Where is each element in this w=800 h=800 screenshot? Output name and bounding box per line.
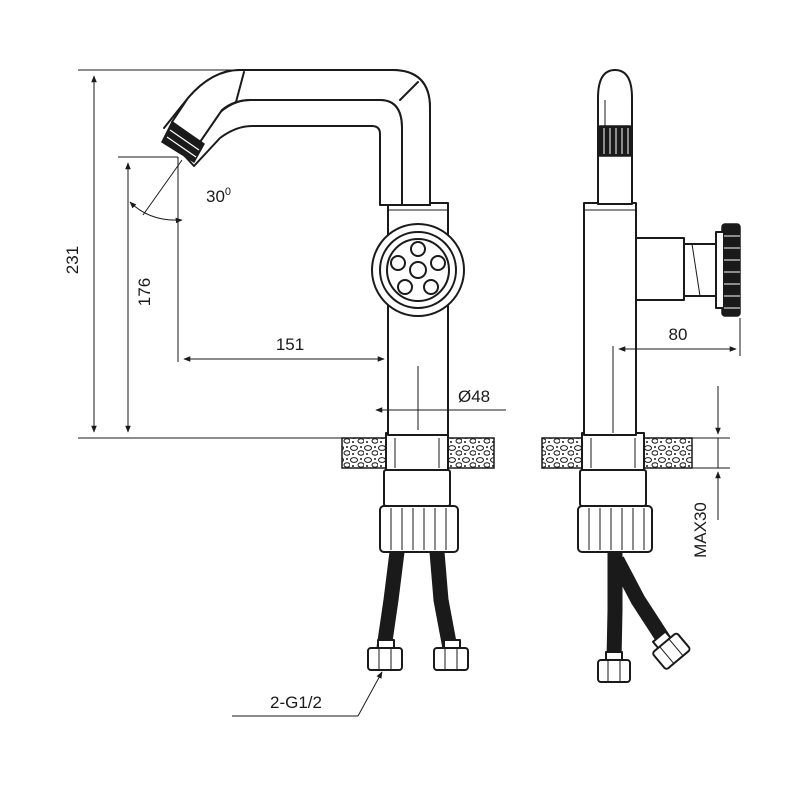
dimension-spout-angle-label: 30 <box>206 187 225 206</box>
connection-callout: 2-G1/2 <box>232 671 383 717</box>
dimension-max-thickness-label: MAX30 <box>691 502 710 558</box>
dimension-spout-height: 176 <box>118 156 178 433</box>
dimension-total-height: 231 <box>63 69 342 439</box>
hose-nut-right <box>433 639 469 671</box>
dimension-max-thickness: MAX30 <box>691 386 730 558</box>
dimension-handle-projection-label: 80 <box>669 325 688 344</box>
side-hose-nut-a <box>597 651 631 683</box>
side-view: 80 MAX30 <box>541 69 741 683</box>
dimension-handle-projection: 80 <box>618 318 741 356</box>
side-countertop-right <box>643 437 693 469</box>
side-handle-stem <box>635 237 685 301</box>
countertop-left <box>341 437 387 469</box>
side-spout <box>597 151 633 205</box>
dimension-base-diameter-label: Ø48 <box>458 387 490 406</box>
dimension-spout-height-label: 176 <box>135 278 154 306</box>
side-faucet-body <box>583 202 637 436</box>
front-view: 231 176 300 151 Ø48 <box>63 69 506 717</box>
side-hose-nut-b <box>652 630 691 670</box>
dimension-total-height-label: 231 <box>63 246 82 274</box>
side-countertop-left <box>541 437 583 469</box>
handle-wheel <box>371 223 465 317</box>
countertop-right <box>447 437 495 469</box>
hose-nut-left <box>367 639 403 671</box>
svg-text:300: 300 <box>206 186 231 206</box>
side-aerator <box>597 125 633 157</box>
dimension-spout-reach-label: 151 <box>276 335 304 354</box>
angle-unit: 0 <box>225 186 231 198</box>
connection-label: 2-G1/2 <box>270 693 322 712</box>
fixing-nut <box>379 505 459 553</box>
dimension-spout-reach: 151 <box>183 335 385 362</box>
dimension-base-diameter: Ø48 <box>375 366 506 430</box>
dimension-spout-angle: 300 <box>129 157 231 362</box>
